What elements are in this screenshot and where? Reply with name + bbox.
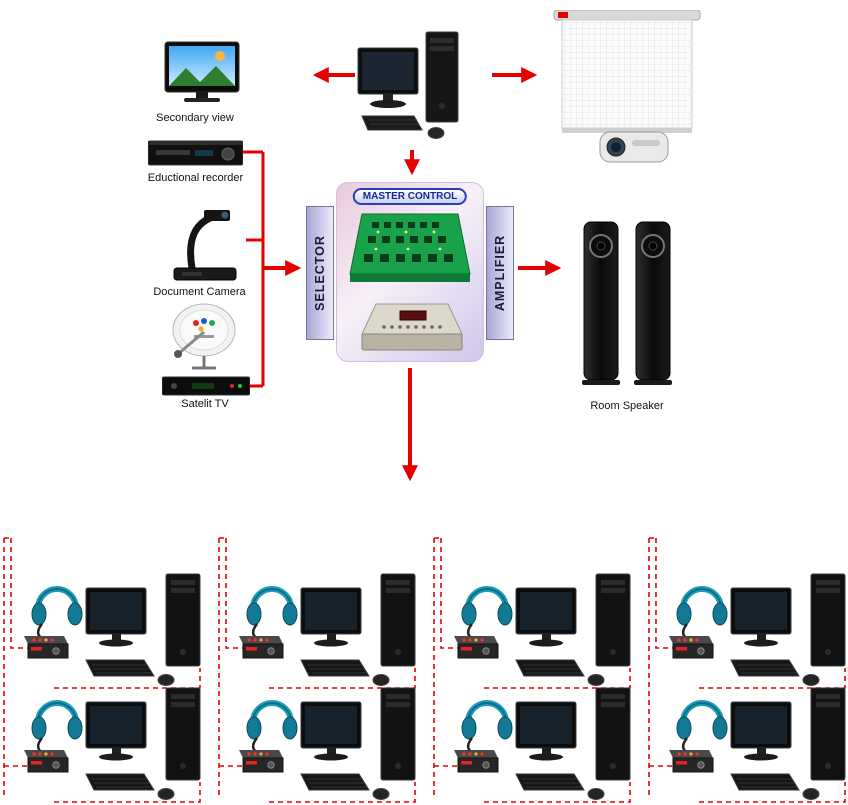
master-control-title: MASTER CONTROL: [352, 188, 468, 205]
document-camera-label: Document Camera: [153, 286, 246, 298]
student-station: [14, 572, 214, 690]
secondary-view-monitor-icon: [164, 41, 240, 102]
circuit-board-icon: [349, 213, 471, 282]
projector-icon: [599, 131, 669, 163]
master-control-box: MASTER CONTROL: [336, 182, 484, 362]
selector-panel: SELECTOR: [306, 206, 334, 340]
student-station: [659, 572, 848, 690]
control-console-icon: [361, 303, 463, 351]
room-speakers-icon: [582, 221, 672, 385]
educational-recorder-icon: [148, 140, 243, 166]
student-station: [229, 572, 429, 690]
amplifier-label: AMPLIFIER: [493, 234, 508, 312]
student-station: [14, 686, 214, 804]
student-station: [229, 686, 429, 804]
projector-screen-icon: [553, 10, 701, 163]
amplifier-panel: AMPLIFIER: [486, 206, 514, 340]
satellite-dish-icon: [172, 303, 236, 370]
student-station: [444, 686, 644, 804]
satellite-tv-label: Satelit TV: [181, 398, 229, 410]
student-station: [444, 572, 644, 690]
teacher-computer-icon: [357, 31, 459, 139]
student-station: [659, 686, 848, 804]
document-camera-icon: [173, 210, 237, 281]
secondary-view-label: Secondary view: [156, 112, 234, 124]
room-speaker-label: Room Speaker: [590, 400, 664, 412]
educational-recorder-label: Eductional recorder: [147, 172, 244, 184]
selector-label: SELECTOR: [313, 235, 327, 311]
satellite-receiver-icon: [162, 376, 250, 396]
